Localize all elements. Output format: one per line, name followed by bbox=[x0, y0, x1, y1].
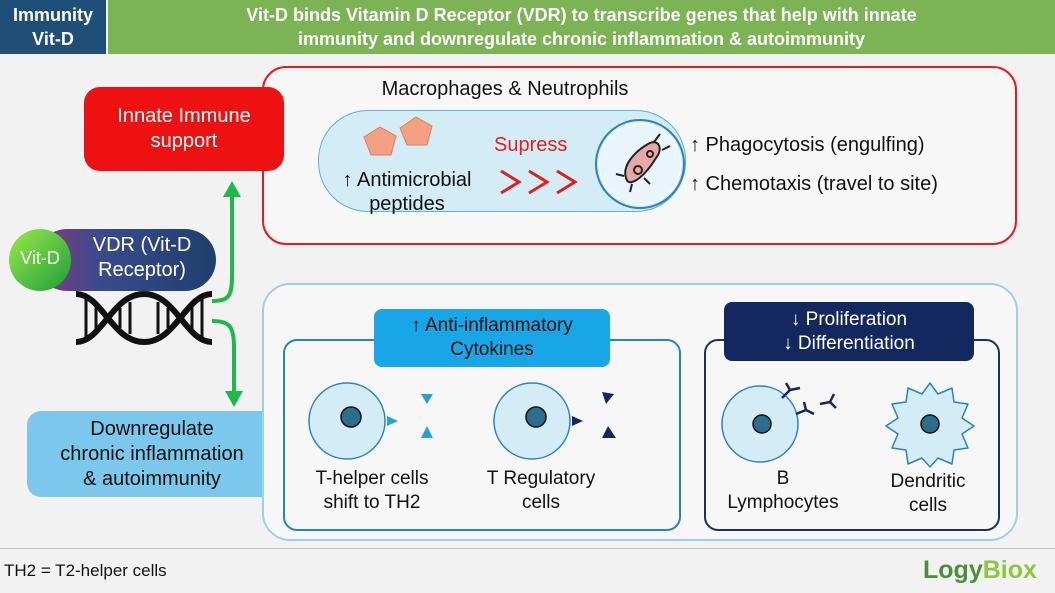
peptides-label: ↑ Antimicrobial peptides bbox=[322, 168, 492, 216]
b-lymphocyte-label: B Lymphocytes bbox=[708, 467, 858, 515]
dendritic-cell-icon bbox=[885, 382, 975, 468]
anti-line2: Cytokines bbox=[450, 339, 534, 360]
peptides-line1: ↑ Antimicrobial bbox=[342, 169, 472, 191]
prolif-line2: ↓ Differentiation bbox=[783, 332, 915, 354]
down-line1: Downregulate bbox=[90, 417, 214, 440]
header-title-line1: Vit-D binds Vitamin D Receptor (VDR) to … bbox=[246, 5, 917, 25]
logo: LogyBiox bbox=[923, 556, 1037, 585]
th-line2: shift to TH2 bbox=[323, 492, 421, 513]
header-tag-line1: Immunity bbox=[12, 5, 93, 25]
logo-part1: Logy bbox=[923, 556, 983, 584]
effect-phagocytosis: ↑ Phagocytosis (engulfing) bbox=[690, 134, 925, 156]
vdr-label: VDR (Vit-D Receptor) bbox=[68, 233, 216, 283]
innate-immune-box: Innate Immune support bbox=[84, 87, 284, 171]
footnote: TH2 = T2-helper cells bbox=[4, 561, 167, 580]
vdr-icon bbox=[9, 229, 216, 291]
prolif-line1: ↓ Proliferation bbox=[790, 308, 908, 330]
anti-inflammatory-label: ↑ Anti-inflammatory Cytokines bbox=[374, 309, 610, 367]
down-line2: chronic inflammation bbox=[60, 442, 244, 465]
header-title-line2: immunity and downregulate chronic inflam… bbox=[297, 29, 866, 49]
dend-line2: cells bbox=[908, 495, 947, 516]
innate-line2: support bbox=[150, 130, 218, 152]
t-regulatory-cell-icon bbox=[493, 382, 616, 460]
vitd-ball-label: Vit-D bbox=[20, 248, 60, 268]
b-line1: B bbox=[776, 468, 790, 489]
supress-label: Supress bbox=[494, 134, 568, 156]
supress-arrows-icon bbox=[500, 169, 578, 195]
peptide-icon bbox=[363, 116, 433, 156]
proliferation-label: ↓ Proliferation ↓ Differentiation bbox=[724, 302, 974, 361]
macrophages-title: Macrophages & Neutrophils bbox=[381, 78, 629, 100]
innate-line1: Innate Immune bbox=[117, 105, 251, 127]
header-title: Vit-D binds Vitamin D Receptor (VDR) to … bbox=[108, 0, 1055, 54]
vdr-line2: Receptor) bbox=[98, 259, 186, 281]
t-regulatory-label: T Regulatory cells bbox=[466, 467, 616, 515]
header-tag: Immunity Vit-D bbox=[0, 0, 106, 54]
header-tag-line2: Vit-D bbox=[32, 29, 74, 49]
connector-arrows bbox=[211, 181, 243, 407]
t-helper-label: T-helper cells shift to TH2 bbox=[292, 467, 452, 515]
anti-line1: ↑ Anti-inflammatory bbox=[411, 315, 573, 336]
b-lymphocyte-icon bbox=[721, 382, 837, 463]
down-line3: & autoimmunity bbox=[83, 467, 221, 490]
t-helper-cell-icon bbox=[308, 382, 433, 460]
macrophage-icon bbox=[595, 119, 685, 209]
th-line1: T-helper cells bbox=[315, 468, 429, 489]
treg-line1: T Regulatory bbox=[486, 468, 596, 489]
dna-icon bbox=[75, 290, 213, 346]
footer-divider bbox=[0, 548, 1055, 549]
downregulate-box: Downregulate chronic inflammation & auto… bbox=[27, 411, 277, 497]
dendritic-label: Dendritic cells bbox=[868, 470, 988, 518]
vdr-line1: VDR (Vit-D bbox=[92, 234, 192, 256]
effect-chemotaxis: ↑ Chemotaxis (travel to site) bbox=[690, 173, 938, 195]
b-line2: Lymphocytes bbox=[727, 492, 839, 513]
dend-line1: Dendritic bbox=[890, 471, 966, 492]
treg-line2: cells bbox=[521, 492, 560, 513]
logo-part2: Biox bbox=[982, 556, 1037, 584]
peptides-line2: peptides bbox=[369, 193, 445, 215]
